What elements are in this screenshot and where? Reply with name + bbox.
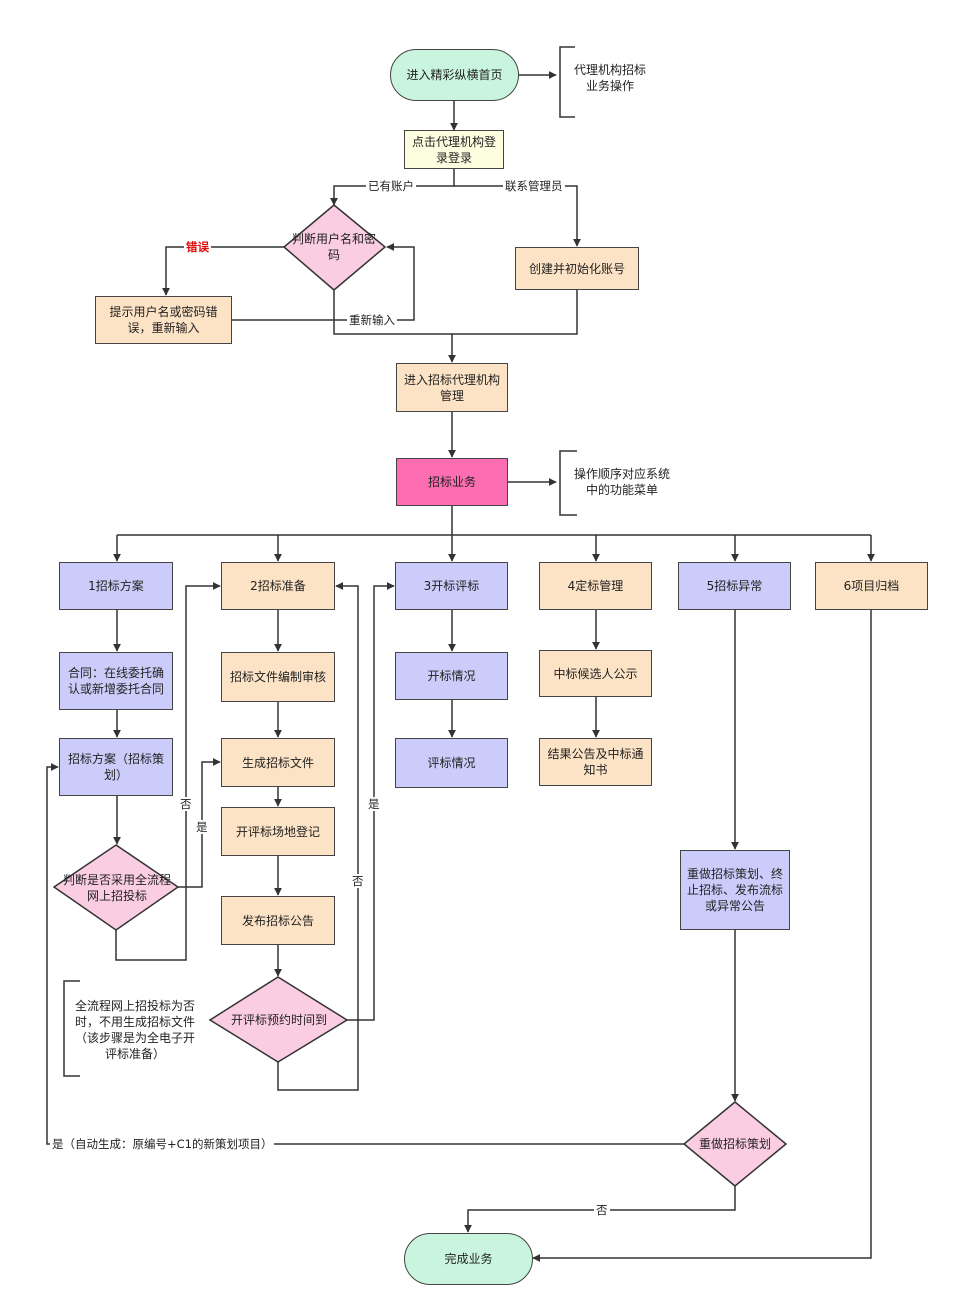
connector-time-no bbox=[277, 582, 359, 1091]
diamond-judge-time bbox=[208, 976, 349, 1063]
bracket-note-agency bbox=[559, 46, 575, 118]
note-menu: 操作顺序对应系统中的功能菜单 bbox=[573, 467, 670, 497]
label-online-no: 否 bbox=[178, 797, 194, 811]
label-contact-admin: 联系管理员 bbox=[503, 179, 565, 193]
doc-review-node[interactable]: 招标文件编制审核 bbox=[221, 652, 335, 702]
note-agency: 代理机构招标业务操作 bbox=[573, 63, 646, 93]
click-login-node[interactable]: 点击代理机构登录登录 bbox=[404, 130, 504, 169]
redo-options-node[interactable]: 重做招标策划、终止招标、发布流标或异常公告 bbox=[680, 850, 790, 930]
bracket-note-online bbox=[63, 980, 80, 1077]
open-status-node[interactable]: 开标情况 bbox=[395, 652, 508, 700]
diamond-redo-judge bbox=[682, 1101, 788, 1187]
module-3-open-eval[interactable]: 3开标评标 bbox=[395, 562, 508, 610]
connector-error-judge bbox=[232, 243, 415, 321]
label-time-no: 否 bbox=[350, 874, 366, 888]
module-2-prep[interactable]: 2招标准备 bbox=[221, 562, 335, 610]
connector-create-merge bbox=[452, 290, 578, 335]
module-1-plan[interactable]: 1招标方案 bbox=[59, 562, 173, 610]
label-reenter: 重新输入 bbox=[347, 313, 397, 327]
error-prompt-node[interactable]: 提示用户名或密码错误，重新输入 bbox=[95, 296, 232, 344]
label-has-account: 已有账户 bbox=[366, 179, 416, 193]
venue-node[interactable]: 开评标场地登记 bbox=[221, 807, 335, 856]
connector-login-create bbox=[454, 185, 581, 247]
plan-node[interactable]: 招标方案（招标策划） bbox=[59, 738, 173, 796]
connector-online-no bbox=[115, 582, 221, 961]
bracket-note-menu bbox=[559, 450, 577, 516]
label-error: 错误 bbox=[184, 240, 211, 254]
create-account-node[interactable]: 创建并初始化账号 bbox=[515, 247, 639, 290]
start-node[interactable]: 进入精彩纵横首页 bbox=[390, 49, 519, 101]
label-online-yes: 是 bbox=[194, 820, 210, 834]
connector-judge-merge bbox=[333, 290, 452, 335]
label-redo-yes: 是（自动生成：原编号+C1的新策划项目） bbox=[50, 1137, 275, 1151]
module-4-award[interactable]: 4定标管理 bbox=[539, 562, 652, 610]
result-node[interactable]: 结果公告及中标通知书 bbox=[539, 738, 652, 786]
judge-time-text: 开评标预约时间到 bbox=[230, 1013, 327, 1027]
eval-status-node[interactable]: 评标情况 bbox=[395, 738, 508, 788]
contract-node[interactable]: 合同：在线委托确认或新增委托合同 bbox=[59, 652, 173, 710]
connector-redo-yes bbox=[46, 763, 684, 1145]
label-time-yes: 是 bbox=[366, 797, 382, 811]
label-redo-no: 否 bbox=[594, 1203, 610, 1217]
connector-judge-error bbox=[162, 246, 284, 296]
bid-business-node[interactable]: 招标业务 bbox=[396, 458, 508, 506]
diamond-judge-online bbox=[52, 844, 180, 931]
enter-mgmt-node[interactable]: 进入招标代理机构管理 bbox=[396, 363, 508, 412]
note-online: 全流程网上招投标为否时，不用生成招标文件（该步骤是为全电子开评标准备） bbox=[74, 999, 195, 1061]
candidate-node[interactable]: 中标候选人公示 bbox=[539, 650, 652, 697]
redo-judge-text: 重做招标策划 bbox=[698, 1137, 771, 1151]
module-6-archive[interactable]: 6项目归档 bbox=[815, 562, 928, 610]
finish-node[interactable]: 完成业务 bbox=[404, 1233, 533, 1285]
judge-online-text: 判断是否采用全流程网上招投标 bbox=[62, 873, 171, 903]
module-5-exception[interactable]: 5招标异常 bbox=[678, 562, 791, 610]
diamond-judge-user bbox=[282, 204, 387, 291]
judge-user-text: 判断用户名和密码 bbox=[291, 232, 376, 262]
announce-node[interactable]: 发布招标公告 bbox=[221, 896, 335, 945]
gen-doc-node[interactable]: 生成招标文件 bbox=[221, 738, 335, 787]
connector-archive-finish bbox=[532, 610, 872, 1262]
